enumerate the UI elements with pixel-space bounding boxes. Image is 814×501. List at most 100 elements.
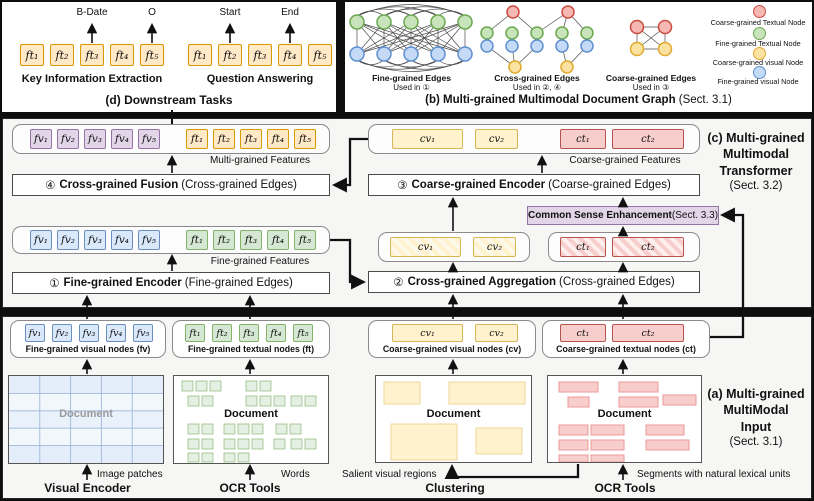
fv-node: fv₄ (106, 324, 126, 342)
fv-node: fv₁ (25, 324, 45, 342)
qa-tag-start: Start (219, 7, 241, 18)
fine-ft-token: ft₂ (213, 230, 235, 250)
multi-fv-token: fv₁ (30, 129, 52, 149)
qa-token: ft₃ (248, 44, 272, 66)
kie-tag-bdate: B-Date (76, 7, 108, 18)
document-label: Document (426, 408, 481, 420)
panel-c-label-line: Multimodal (723, 147, 789, 162)
enhancement-sect: (Sect. 3.3) (671, 210, 719, 221)
fv-node: fv₃ (79, 324, 99, 342)
kie-token: ft₄ (110, 44, 134, 66)
document-segments (547, 375, 702, 463)
qa-title: Question Answering (206, 73, 314, 85)
graph3-title: Coarse-grained Edges (605, 73, 697, 83)
ft-group-label: Fine-grained textual nodes (ft) (187, 344, 315, 354)
kie-token: ft₁ (20, 44, 44, 66)
kie-token: ft₅ (140, 44, 164, 66)
coarse-ct-token: ct₂ (612, 129, 684, 149)
aggregated-cv-token: cv₁ (390, 237, 461, 257)
fv-node: fv₂ (52, 324, 72, 342)
fv-group-label: Fine-grained visual nodes (fv) (25, 344, 151, 354)
cv-node: cv₁ (392, 324, 463, 342)
panel-a-label-line: Input (740, 419, 772, 434)
image-patches-label: Image patches (97, 469, 163, 480)
aggregation-edges: (Cross-grained Edges) (559, 276, 675, 288)
multi-fv-token: fv₅ (138, 129, 160, 149)
fine-ft-token: ft₁ (186, 230, 208, 250)
fine-encoder-number: ① (49, 278, 60, 290)
graph2-title: Cross-grained Edges (494, 73, 580, 83)
graph1-title: Fine-grained Edges (372, 73, 451, 83)
panel-d-caption: (d) Downstream Tasks (105, 93, 233, 107)
document-words (173, 375, 329, 464)
panel-a-label-sect: (Sect. 3.1) (729, 435, 783, 448)
aggregation-number: ② (393, 277, 404, 289)
document-salient-regions (375, 375, 532, 463)
panel-c-label-line: (c) Multi-grained (707, 131, 805, 145)
ft-node: ft₃ (239, 324, 259, 342)
legend-fine-visual-node-icon (753, 66, 766, 79)
document-label: Document (597, 408, 652, 420)
fine-fv-token: fv₃ (84, 230, 106, 250)
fine-ft-token: ft₃ (240, 230, 262, 250)
panel-b-caption-bold: (b) Multi-grained Multimodal Document Gr… (425, 94, 676, 106)
legend-label: Fine-grained Textual Node (715, 39, 801, 48)
coarse-encoder-number: ③ (397, 180, 408, 192)
segment-boxes (558, 381, 697, 463)
fusion-number: ④ (45, 180, 56, 192)
fine-encoder-name: Fine-grained Encoder (63, 277, 182, 289)
fine-fv-token: fv₂ (57, 230, 79, 250)
multi-ft-token: ft₂ (213, 129, 235, 149)
fv-node: fv₅ (133, 324, 153, 342)
legend-label: Coarse-grained visual Node (712, 58, 804, 67)
panel-document-graph (345, 2, 812, 112)
panel-c-label-sect: (Sect. 3.2) (729, 179, 783, 192)
multi-grained-features-label: Multi-grained Features (209, 155, 311, 166)
aggregated-cv-token: cv₂ (473, 237, 516, 257)
legend-coarse-textual-node-icon (753, 5, 766, 18)
qa-token: ft₂ (218, 44, 242, 66)
document-graph-svg (349, 4, 673, 74)
ft-node: ft₁ (185, 324, 205, 342)
coarse-ct-token: ct₁ (560, 129, 606, 149)
qa-token: ft₁ (188, 44, 212, 66)
legend-coarse-visual-node-icon (753, 47, 766, 60)
kie-tag-o: O (148, 7, 156, 18)
multi-ft-token: ft₁ (186, 129, 208, 149)
aggregated-ct-token: ct₂ (612, 237, 684, 257)
panel-a-side-label: (a) Multi-grained MultiModal Input (Sect… (700, 386, 812, 450)
coarse-grained-features-label: Coarse-grained Features (569, 155, 681, 166)
fine-fv-token: fv₅ (138, 230, 160, 250)
multi-ft-token: ft₄ (267, 129, 289, 149)
ft-node: ft₄ (266, 324, 286, 342)
fusion-edges: (Cross-grained Edges) (181, 179, 297, 191)
salient-regions-label: Salient visual regions (342, 469, 437, 480)
coarse-cv-token: cv₂ (475, 129, 518, 149)
words-label: Words (281, 469, 310, 480)
cv-node: cv₂ (475, 324, 518, 342)
ft-node: ft₅ (293, 324, 313, 342)
cv-group-label: Coarse-grained visual nodes (cv) (382, 344, 522, 354)
ct-node: ct₂ (612, 324, 684, 342)
panel-a-label-line: MultiModal (723, 403, 789, 418)
panel-c-label-line: Transformer (719, 163, 793, 178)
patch-grid (9, 376, 163, 463)
salient-region-boxes (383, 381, 526, 461)
coarse-encoder-edges: (Coarse-grained Edges) (548, 179, 671, 191)
legend-label: Coarse-grained Textual Node (710, 18, 806, 27)
kie-token: ft₃ (80, 44, 104, 66)
multi-ft-token: ft₅ (294, 129, 316, 149)
document-label: Document (59, 408, 113, 420)
qa-token: ft₄ (278, 44, 302, 66)
panel-a-label-line: (a) Multi-grained (707, 387, 805, 401)
fine-fv-token: fv₄ (111, 230, 133, 250)
coarse-encoder-name: Coarse-grained Encoder (411, 179, 546, 191)
document-label: Document (224, 408, 278, 420)
ocr-tools-right-label: OCR Tools (594, 481, 656, 495)
ct-group-label: Coarse-grained textual nodes (ct) (556, 344, 696, 354)
fusion-name: Cross-grained Fusion (59, 179, 179, 191)
